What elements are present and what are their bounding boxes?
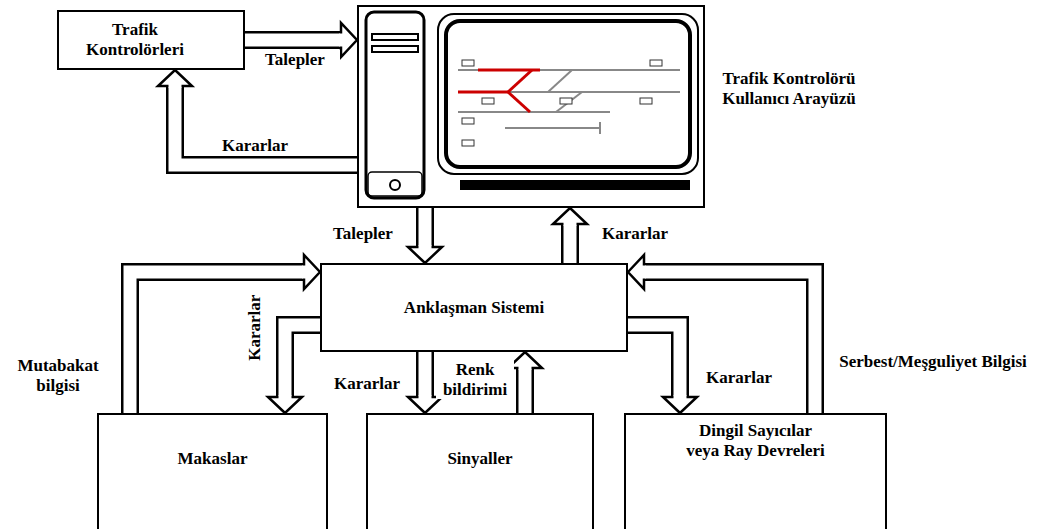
arrow-label: Talepler	[318, 224, 408, 244]
interface-frame: Trafik Kontrolörü Kullanıcı Arayüzü	[357, 5, 705, 208]
block-arrow	[628, 325, 697, 413]
block-arrow	[628, 255, 815, 413]
block-arrow	[553, 208, 587, 263]
signals-box: Sinyaller	[366, 413, 594, 529]
node-label: Trafik Kontrolörleri	[75, 20, 195, 59]
arrow-label: Kararlar	[694, 368, 784, 388]
block-arrow	[158, 70, 357, 165]
arrow-label: Kararlar	[210, 136, 300, 156]
node-label: Trafik Kontrolörü Kullanıcı Arayüzü	[711, 69, 867, 108]
arrow-label: Kararlar	[590, 224, 680, 244]
block-arrow	[268, 325, 320, 413]
block-arrow	[408, 208, 442, 263]
node-label: Sinyaller	[447, 449, 512, 469]
points-box: Makaslar	[97, 413, 328, 529]
interlocking-box: Anklaşman Sistemi	[320, 263, 628, 352]
arrow-label: Renk bildirimi	[436, 360, 514, 399]
node-label: Makaslar	[178, 449, 248, 469]
arrow-label: Serbest/Meşguliyet Bilgisi	[834, 352, 1032, 372]
arrow-label: Mutabakat bilgisi	[6, 356, 110, 395]
node-label: Dingil Sayıcılar veya Ray Devreleri	[685, 421, 827, 460]
arrow-label: Talepler	[250, 50, 340, 70]
controller-box: Trafik Kontrolörleri	[57, 10, 245, 70]
arrow-label: Kararlar	[245, 288, 265, 368]
block-arrow	[130, 255, 320, 413]
axle-counter-box: Dingil Sayıcılar veya Ray Devreleri	[624, 413, 887, 529]
arrow-label: Kararlar	[322, 374, 412, 394]
node-label: Anklaşman Sistemi	[404, 298, 544, 318]
